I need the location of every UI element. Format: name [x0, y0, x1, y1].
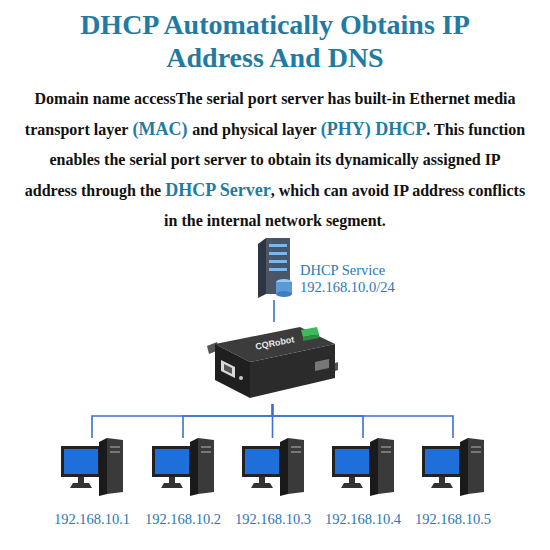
- pc-icon: [422, 438, 484, 496]
- server-label: 192.168.10.0/24: [300, 279, 395, 296]
- dhcp-server: DHCP Service192.168.10.0/24: [254, 238, 294, 300]
- ip-address: 192.168.10.2: [145, 511, 221, 527]
- client-pc: 192.168.10.1: [61, 438, 123, 496]
- pc-icon: [61, 438, 123, 496]
- server-label: DHCP Service: [300, 262, 395, 279]
- body-text: and physical layer: [192, 121, 316, 138]
- client-pc: 192.168.10.3: [242, 438, 304, 496]
- text-holder: 192.168.10.5: [415, 510, 491, 528]
- serial-server-device: [205, 322, 340, 404]
- text-holder: 192.168.10.4: [325, 510, 401, 528]
- highlight-text: (PHY) DHCP: [321, 119, 426, 139]
- page-title: DHCP Automatically Obtains IP Address An…: [30, 8, 520, 74]
- pc-icon: [332, 438, 394, 496]
- ip-address: 192.168.10.5: [415, 511, 491, 527]
- text-holder: 192.168.10.1: [54, 510, 130, 528]
- network-cable: [183, 404, 273, 438]
- text-holder: 192.168.10.3: [235, 510, 311, 528]
- network-cable: [273, 300, 275, 322]
- network-cable: [273, 404, 364, 438]
- pc-icon: [152, 438, 214, 496]
- network-cable: [273, 404, 454, 438]
- client-pc: 192.168.10.2: [152, 438, 214, 496]
- text-holder: DHCP Service192.168.10.0/24: [300, 262, 395, 296]
- highlight-text: DHCP Server: [165, 180, 270, 200]
- highlight-text: (MAC): [133, 119, 188, 139]
- ip-address: 192.168.10.4: [325, 511, 401, 527]
- ip-address: 192.168.10.3: [235, 511, 311, 527]
- description-paragraph: Domain name accessThe serial port server…: [22, 84, 528, 236]
- edge-group: [92, 300, 453, 438]
- client-pc: 192.168.10.4: [332, 438, 394, 496]
- pc-icon: [242, 438, 304, 496]
- title-text: DHCP Automatically Obtains IP Address An…: [80, 9, 470, 73]
- serial-port-server: CQRobot: [205, 322, 340, 404]
- server-icon: [254, 238, 294, 300]
- text-holder: 192.168.10.2: [145, 510, 221, 528]
- network-cable: [92, 404, 273, 438]
- ip-address: 192.168.10.1: [54, 511, 130, 527]
- client-pc: 192.168.10.5: [422, 438, 484, 496]
